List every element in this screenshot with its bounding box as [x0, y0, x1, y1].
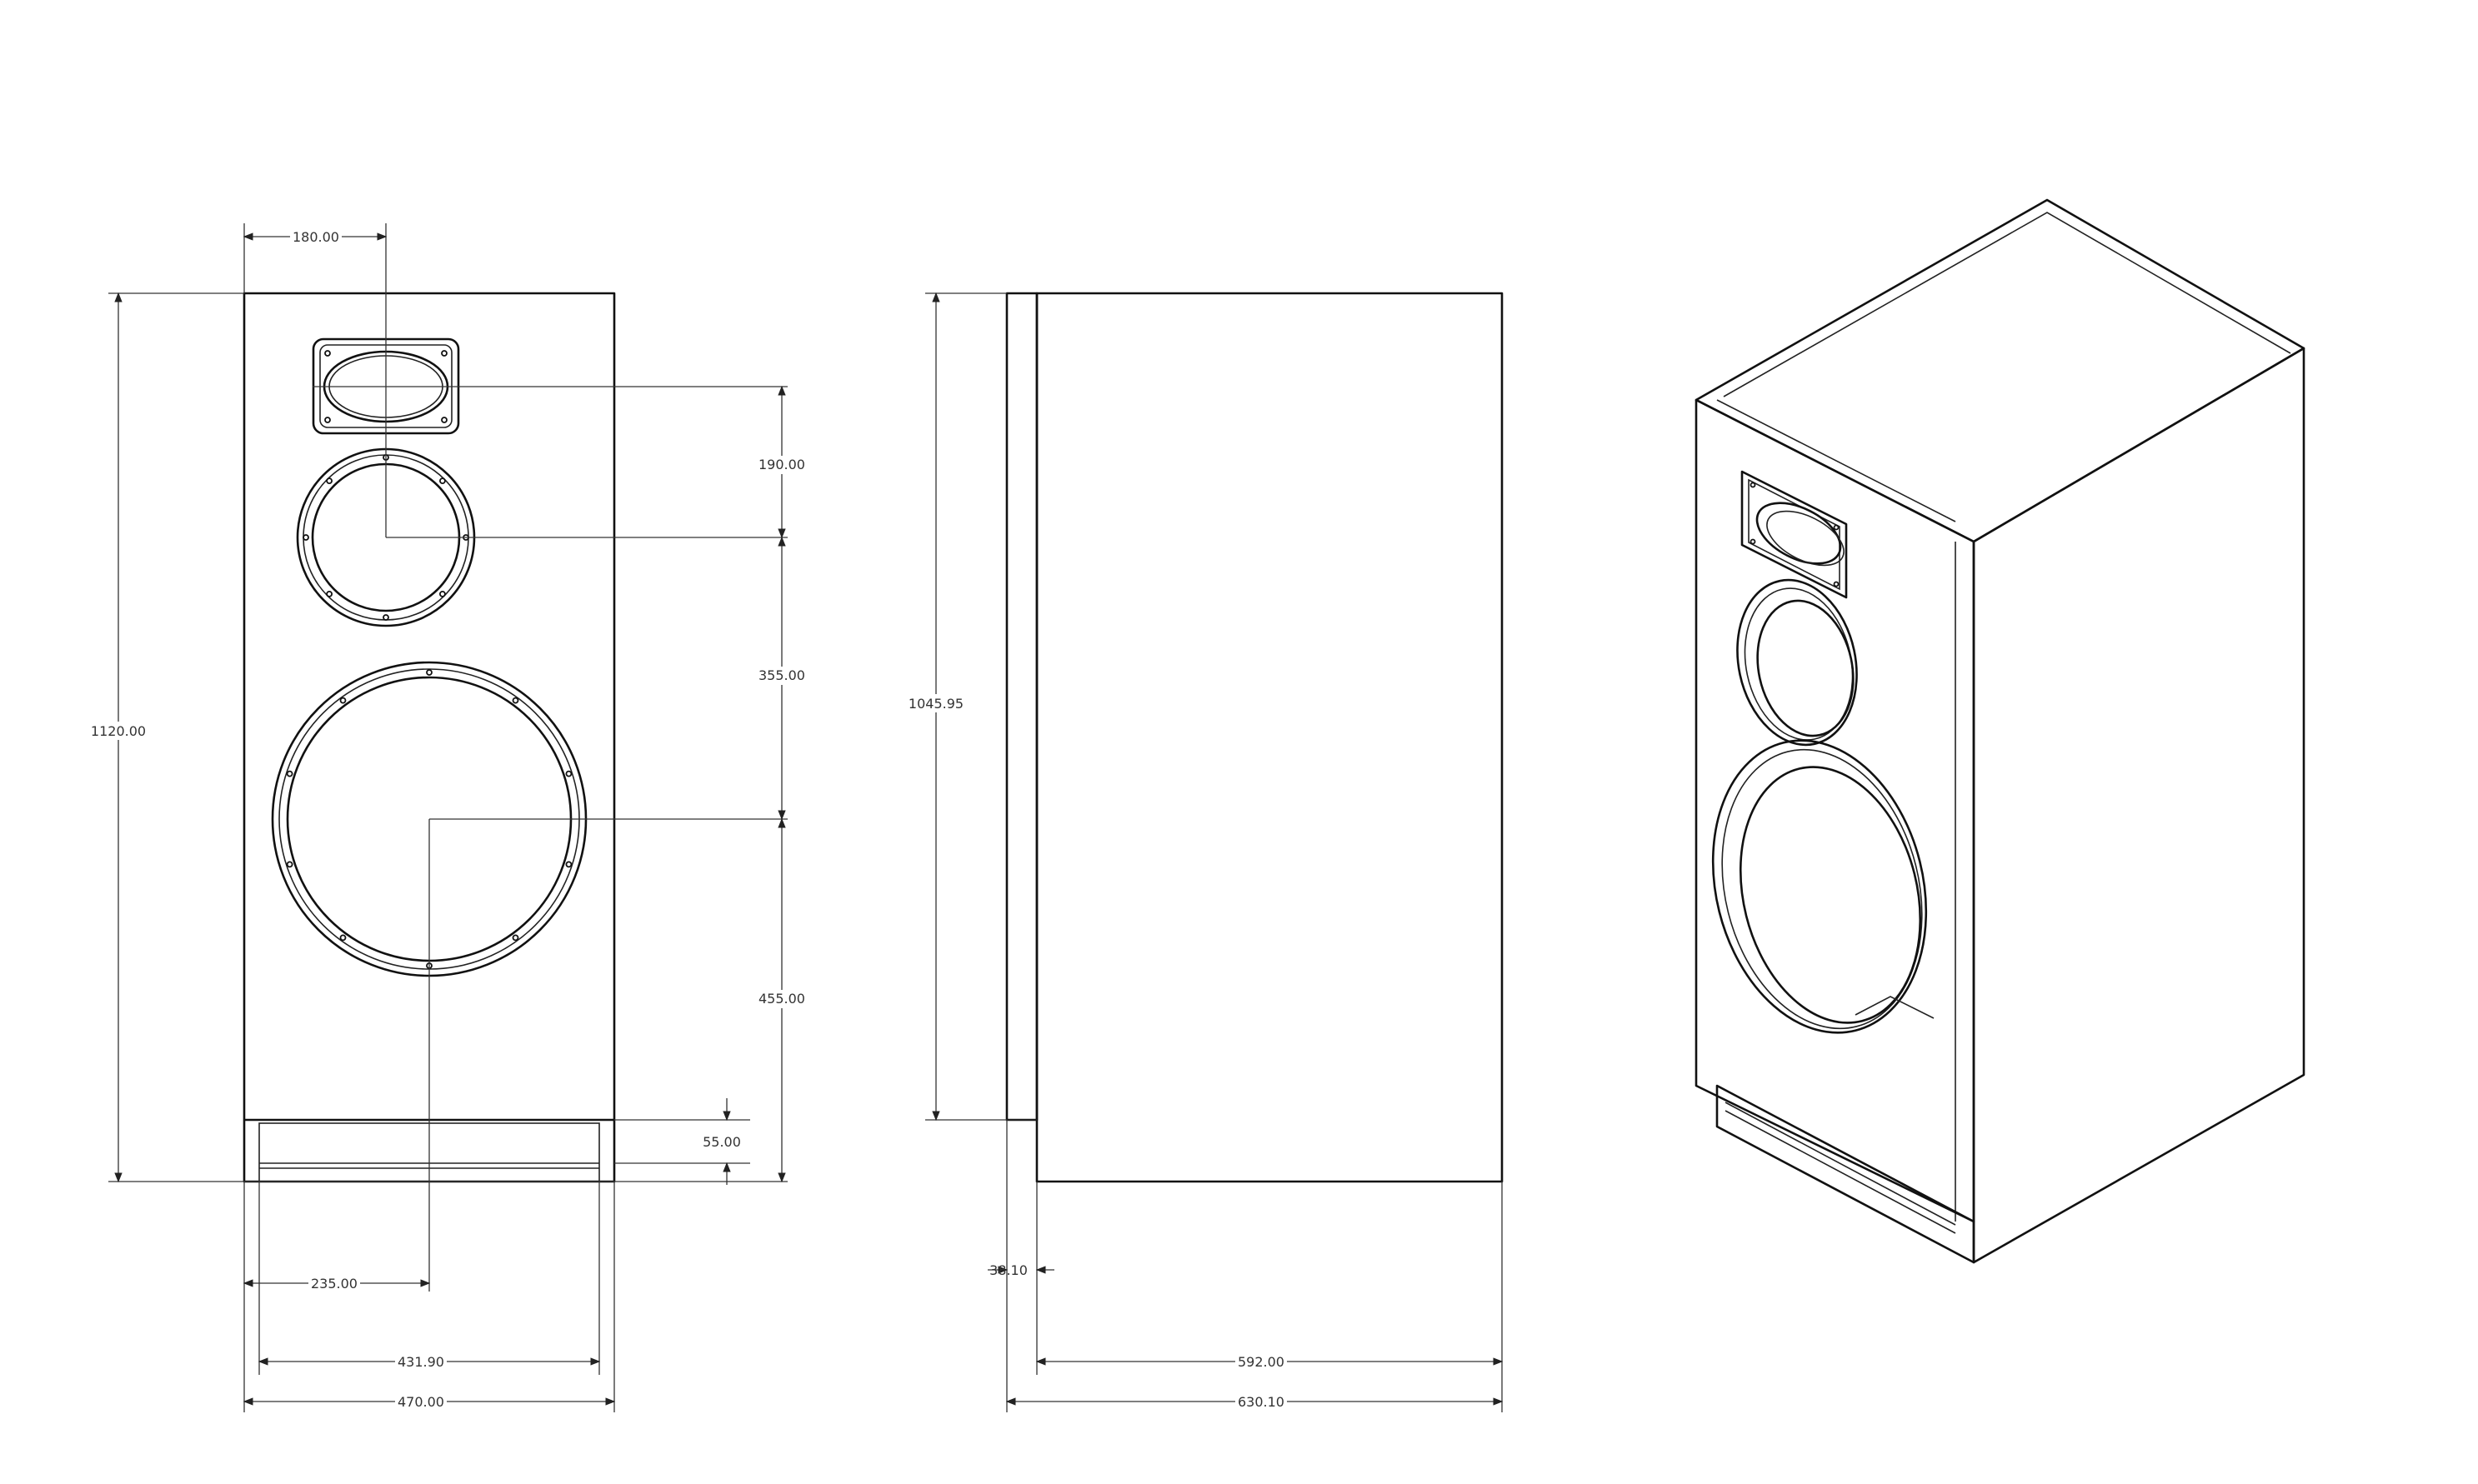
bolt-hole: [439, 477, 446, 484]
side-view: 1045.95 38.10 592.00 630.10: [909, 292, 1504, 1412]
bolt-hole: [339, 697, 347, 704]
bolt-hole: [512, 697, 519, 704]
bolt-hole: [565, 861, 573, 868]
dim-plinth-height: 55.00: [703, 1098, 741, 1185]
bolt-hole: [303, 534, 309, 541]
side-baffle: [1005, 292, 1039, 1122]
bolt-hole: [512, 934, 519, 942]
dim-text-cabinet-height: 1045.95: [909, 696, 964, 712]
dim-text-woofer-height: 455.00: [758, 991, 805, 1007]
dim-text-total-height: 1120.00: [91, 723, 146, 739]
iso-front-face: [1695, 398, 1975, 1223]
dim-total-height: 1120.00: [90, 292, 147, 1183]
bolt-hole: [426, 669, 433, 676]
iso-front-top-inner: [1716, 399, 1956, 522]
dim-text-inner-width: 431.90: [398, 1354, 444, 1370]
iso-plinth-shelf-2: [1725, 1110, 1956, 1234]
bolt-hole: [383, 614, 389, 621]
dim-text-mid-to-woofer: 355.00: [758, 667, 805, 683]
front-extension-lines: [108, 223, 788, 1412]
isometric-view: [1695, 198, 2305, 1264]
dim-baffle-thickness: 38.10: [988, 1262, 1054, 1278]
bolt-hole: [439, 591, 446, 597]
dim-text-tweeter-to-mid: 190.00: [758, 457, 805, 472]
iso-woofer: [1711, 739, 1935, 1034]
bolt-hole: [326, 591, 333, 597]
dim-mid-to-woofer: 355.00: [755, 536, 808, 821]
dim-inner-width: 431.90: [258, 1352, 601, 1370]
dim-cabinet-height: 1045.95: [909, 292, 964, 1122]
bolt-hole: [326, 477, 333, 484]
iso-plinth: [1715, 1084, 1975, 1264]
bolt-hole: [565, 770, 573, 777]
dim-total-width: 470.00: [243, 1392, 616, 1410]
iso-plinth-shelf: [1725, 1102, 1956, 1226]
dim-body-depth: 592.00: [1035, 1352, 1504, 1370]
dim-text-total-width: 470.00: [398, 1394, 444, 1410]
iso-right-face: [1972, 347, 2305, 1264]
dim-text-tweeter-offset: 180.00: [293, 229, 339, 245]
iso-top-inner-edge: [1723, 212, 2291, 397]
dim-text-plinth-height: 55.00: [703, 1134, 741, 1150]
woofer-bolts: [286, 669, 573, 969]
bolt-hole: [339, 934, 347, 942]
front-view: 180.00 1120.00 190.00 355.00 455.00 55.0…: [90, 223, 808, 1412]
iso-top-face: [1695, 198, 2305, 543]
side-extension-lines: [925, 292, 1503, 1412]
dim-woofer-offset: 235.00: [243, 1273, 431, 1292]
dim-text-body-depth: 592.00: [1238, 1354, 1284, 1370]
dim-text-total-depth: 630.10: [1238, 1394, 1284, 1410]
dim-total-depth: 630.10: [1005, 1392, 1504, 1410]
dim-text-woofer-offset: 235.00: [311, 1276, 358, 1292]
dim-tweeter-offset: 180.00: [243, 227, 388, 245]
tweeter-bolts: [324, 350, 448, 423]
dim-text-baffle-thickness: 38.10: [989, 1262, 1028, 1278]
side-body: [1035, 292, 1504, 1183]
bolt-hole: [286, 770, 293, 777]
bolt-hole: [286, 861, 293, 868]
dim-woofer-height: 455.00: [755, 817, 808, 1183]
iso-midrange: [1736, 578, 1858, 747]
iso-tweeter: [1740, 470, 1848, 599]
dim-tweeter-to-mid: 190.00: [755, 385, 808, 539]
